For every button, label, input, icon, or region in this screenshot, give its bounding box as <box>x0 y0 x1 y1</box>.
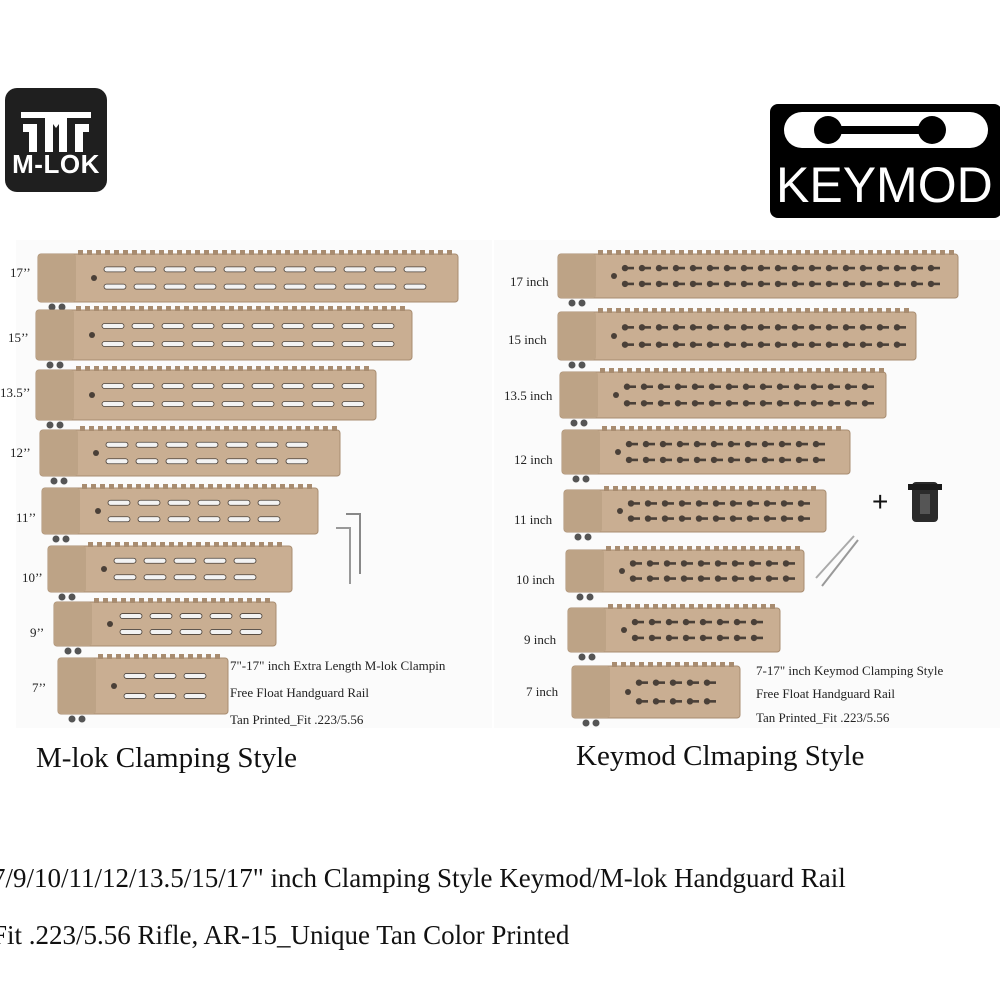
mlok-length-label: 10’’ <box>22 570 43 585</box>
keymod-length-label: 17 inch <box>510 274 549 289</box>
keymod-logo-text: KEYMOD <box>776 157 993 213</box>
keymod-length-label: 15 inch <box>508 332 547 347</box>
mlok-description-line: 7"-17" inch Extra Length M-lok Clampin <box>230 658 446 673</box>
hex-key-icon <box>821 539 859 587</box>
keymod-length-label: 11 inch <box>514 512 553 527</box>
mlok-caption: M-lok Clamping Style <box>36 742 297 774</box>
handguard-rail <box>571 662 741 727</box>
mlok-length-label: 13.5’’ <box>0 385 31 400</box>
keymod-logo: KEYMOD <box>770 104 1000 218</box>
mlok-description-line: Tan Printed_Fit .223/5.56 <box>230 712 364 727</box>
mlok-length-label: 17’’ <box>10 265 31 280</box>
hex-key-icon <box>336 527 351 584</box>
plus-sign: + <box>872 486 889 517</box>
mlok-description-line: Free Float Handguard Rail <box>230 685 369 700</box>
mlok-emblem-icon <box>21 112 91 152</box>
product-title-line-2: Fit .223/5.56 Rifle, AR-15_Unique Tan Co… <box>0 920 570 950</box>
keymod-length-label: 13.5 inch <box>504 388 553 403</box>
keymod-description-line: Tan Printed_Fit .223/5.56 <box>756 710 890 725</box>
barrel-nut-icon <box>908 482 942 522</box>
handguard-rail <box>53 598 277 655</box>
handguard-rail <box>557 308 917 369</box>
mlok-length-label: 11’’ <box>16 510 37 525</box>
keymod-length-label: 7 inch <box>526 684 559 699</box>
keymod-length-label: 9 inch <box>524 632 557 647</box>
handguard-rail <box>47 542 293 601</box>
hex-key-icon <box>346 513 361 574</box>
handguard-rail <box>563 486 827 541</box>
handguard-rail <box>561 426 851 483</box>
keymod-emblem-icon <box>784 112 988 148</box>
keymod-rails-graphic <box>557 250 959 727</box>
handguard-rail <box>41 484 319 543</box>
product-title-line-1: 7/9/10/11/12/13.5/15/17" inch Clamping S… <box>0 863 846 893</box>
handguard-rail <box>39 426 341 485</box>
handguard-rail <box>35 306 413 369</box>
mlok-length-label: 7’’ <box>32 680 47 695</box>
handguard-rail <box>35 366 377 429</box>
hex-key-icon <box>815 535 855 579</box>
mlok-logo-text: M-LOK <box>12 149 100 179</box>
mlok-logo: M-LOK <box>5 88 107 192</box>
mlok-product-panel: 17’’ 15’’ 13.5’’ 12’’ 11’’ 10’’ 9’’ 7’’ … <box>0 240 492 728</box>
mlok-length-label: 9’’ <box>30 625 45 640</box>
keymod-caption: Keymod Clmaping Style <box>576 740 865 772</box>
mlok-length-label: 12’’ <box>10 445 31 460</box>
handguard-rail <box>565 546 805 601</box>
mlok-length-label: 15’’ <box>8 330 29 345</box>
keymod-description-line: 7-17" inch Keymod Clamping Style <box>756 663 944 678</box>
keymod-product-panel: 17 inch 15 inch 13.5 inch 12 inch 11 inc… <box>494 240 1000 728</box>
handguard-rail <box>559 368 887 427</box>
handguard-rail <box>57 654 229 723</box>
handguard-rail <box>37 250 459 311</box>
handguard-rail <box>567 604 781 661</box>
keymod-length-label: 10 inch <box>516 572 555 587</box>
keymod-description-line: Free Float Handguard Rail <box>756 686 895 701</box>
keymod-length-label: 12 inch <box>514 452 553 467</box>
handguard-rail <box>557 250 959 307</box>
mlok-rails-graphic <box>35 250 459 723</box>
